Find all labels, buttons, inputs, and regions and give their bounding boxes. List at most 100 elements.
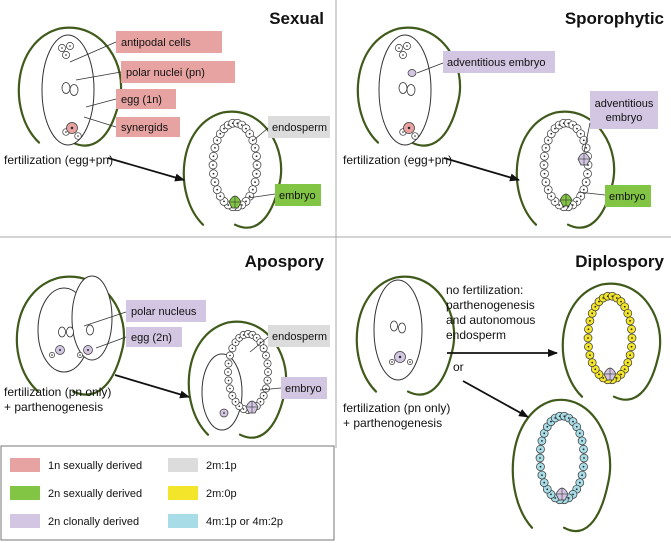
cell-nucleus [550, 195, 553, 198]
cell-nucleus [242, 408, 245, 410]
ovule-sporophytic-fertilized [515, 110, 616, 229]
cell-nucleus [541, 440, 543, 442]
title-sexual: Sexual [269, 9, 324, 28]
label-box-adventitious [443, 51, 555, 73]
cell-nucleus [238, 336, 241, 339]
cell-nucleus [229, 354, 231, 357]
legend-label: 2n clonally derived [48, 516, 139, 528]
ovule-diplospory-mature [355, 275, 456, 396]
cell-nucleus [254, 181, 256, 183]
cell-nucleus [587, 328, 590, 331]
cell-nucleus [586, 172, 589, 175]
arrow-sporophytic [443, 157, 520, 182]
cell-nucleus [631, 337, 633, 339]
legend-swatch [10, 514, 40, 528]
caption-diplospory-2: + parthenogenesis [343, 416, 442, 430]
cell-nucleus [582, 448, 585, 451]
embryo-sac [71, 275, 113, 361]
label-adventitious2-line2: embryo [606, 112, 643, 124]
cell-nucleus [576, 200, 578, 203]
cell-nucleus [79, 354, 81, 356]
cell-nucleus [630, 345, 633, 348]
cell-nucleus [620, 300, 622, 303]
cell-nucleus [576, 127, 578, 130]
cell-nucleus [223, 127, 225, 130]
cell-nucleus [575, 425, 578, 428]
label-endosperm: endosperm [272, 122, 327, 134]
polar-nucleus [406, 84, 416, 96]
cell-nucleus [212, 172, 215, 175]
cell-nucleus [234, 341, 237, 344]
arrow-diplospory-bottom [462, 380, 529, 418]
ovule-shell [511, 398, 612, 533]
cell-nucleus [543, 164, 545, 166]
label-box-apo-embryo [281, 377, 327, 399]
cell-nucleus [69, 45, 71, 47]
cell-nucleus [398, 355, 402, 359]
cell-nucleus [51, 354, 53, 356]
caption-apospory-2: + parthenogenesis [4, 400, 103, 414]
label-box-polar [121, 61, 235, 83]
label-box-adventitious2 [590, 91, 658, 129]
cell-nucleus [238, 405, 241, 408]
cell-nucleus [543, 155, 546, 158]
label-egg-2n: egg (2n) [131, 332, 172, 344]
cell-nucleus [572, 493, 574, 496]
polar-nucleus [66, 326, 74, 338]
ovule-shell [17, 26, 123, 147]
cell-nucleus [589, 354, 591, 356]
ovule-shell [182, 110, 283, 229]
embryo-sac [373, 279, 423, 381]
cell-nucleus [240, 124, 243, 126]
cell-nucleus [255, 172, 258, 175]
label-box-embryo [275, 184, 321, 206]
legend-swatch [168, 458, 198, 472]
or-text: or [453, 360, 464, 374]
cell-nucleus [87, 349, 89, 351]
cell-nucleus [402, 54, 404, 56]
cell-nucleus [545, 147, 547, 149]
cell-nucleus [407, 126, 411, 130]
ovule-diplospory-fertilized [511, 398, 612, 533]
cell-nucleus [227, 204, 230, 206]
cell-nucleus [554, 200, 556, 203]
embryo-sac [201, 353, 243, 431]
cell-nucleus [231, 347, 234, 350]
cell-nucleus [541, 474, 543, 476]
cell-nucleus [582, 139, 585, 142]
cell-nucleus [245, 200, 247, 203]
cell-nucleus [539, 448, 542, 451]
cell-nucleus [227, 362, 230, 365]
cell-nucleus [591, 312, 594, 315]
cell-nucleus [391, 361, 393, 363]
label-box-endosperm [268, 116, 330, 138]
cell-nucleus [550, 420, 552, 423]
cell-nucleus [583, 457, 585, 459]
cell-nucleus [620, 373, 622, 376]
ovule-shell [355, 275, 456, 396]
label-polar: polar nuclei (pn) [126, 67, 205, 79]
title-apospory: Apospory [245, 252, 325, 271]
cell-nucleus [61, 47, 63, 49]
caption-sporophytic: fertilization (egg+pn) [343, 153, 452, 167]
cell-nucleus [406, 45, 408, 47]
cell-nucleus [581, 474, 583, 476]
cell-nucleus [245, 127, 247, 130]
label-apo-embryo: embryo [285, 383, 322, 395]
cell-nucleus [587, 345, 590, 348]
cell-nucleus [214, 147, 216, 149]
cell-nucleus [265, 354, 267, 357]
cell-nucleus [550, 493, 552, 496]
cell-nucleus [219, 195, 222, 198]
cell-nucleus [262, 347, 265, 350]
cell-nucleus [223, 412, 225, 414]
cell-nucleus [248, 132, 251, 135]
cell-nucleus [266, 362, 269, 365]
cell-nucleus [247, 333, 249, 335]
cell-nucleus [234, 400, 237, 403]
cell-nucleus [242, 334, 245, 336]
cell-nucleus [543, 172, 546, 175]
label-box-egg [116, 89, 176, 109]
note-diplospory-1: no fertilization: [446, 283, 523, 297]
cell-nucleus [585, 147, 587, 149]
